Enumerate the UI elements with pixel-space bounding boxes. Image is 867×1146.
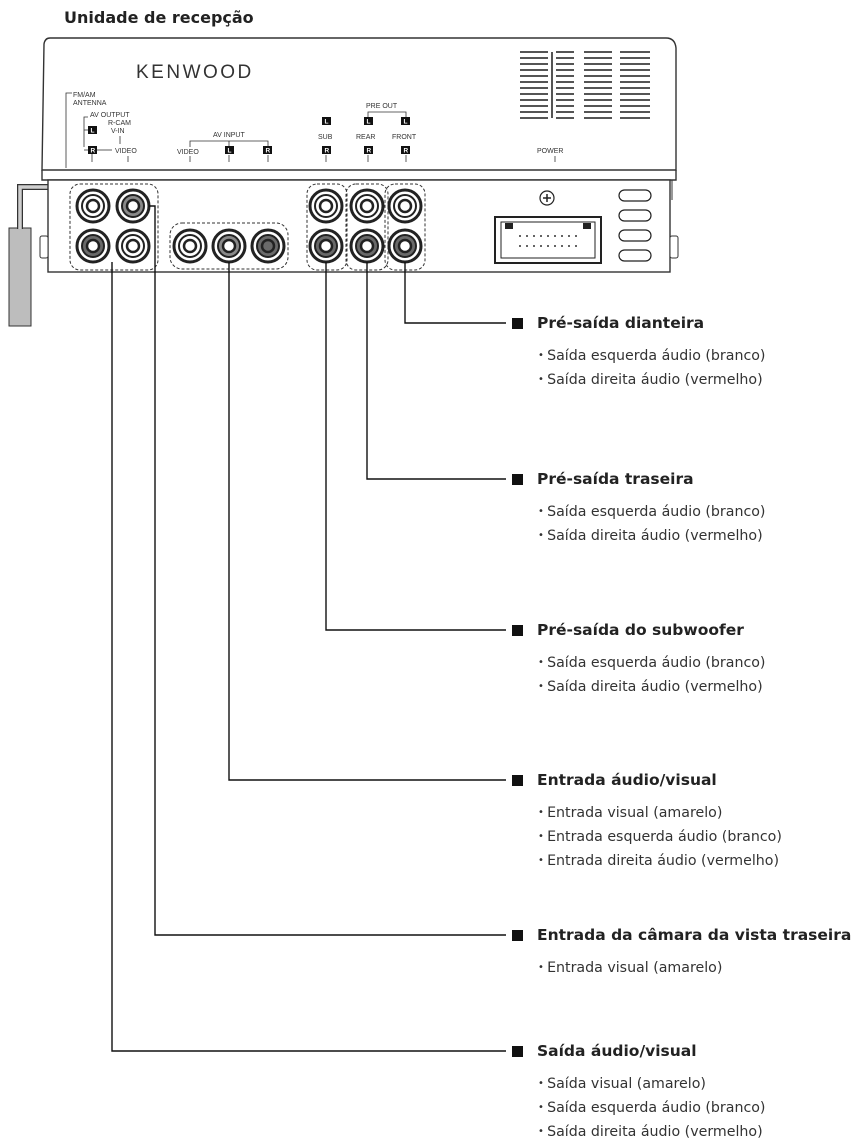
section-sub-pre-out-list: Saída esquerda áudio (branco) Saída dire…: [538, 652, 765, 700]
section-av-input-title: Entrada áudio/visual: [512, 771, 717, 789]
power-connector[interactable]: [494, 216, 602, 264]
list-item: Entrada visual (amarelo): [538, 957, 722, 981]
av-input-label: AV INPUT: [213, 132, 245, 139]
front-label: FRONT: [392, 134, 417, 141]
av-output-l-badge: [88, 126, 97, 134]
list-item: Entrada visual (amarelo): [538, 802, 782, 826]
section-av-output-title: Saída áudio/visual: [512, 1042, 697, 1060]
leader-line-rear: [366, 262, 506, 480]
leader-line-front: [404, 262, 506, 324]
rca-jack-sub-right[interactable]: [308, 228, 344, 264]
rca-jack-av-out-left[interactable]: [75, 228, 111, 264]
side-vent-slots: [618, 189, 652, 262]
section-r-cam-list: Entrada visual (amarelo): [538, 957, 722, 981]
leader-line-sub: [325, 262, 506, 631]
svg-text:R: R: [325, 148, 330, 155]
list-item: Saída direita áudio (vermelho): [538, 1121, 765, 1145]
svg-text:L: L: [367, 119, 371, 126]
svg-text:L: L: [404, 119, 408, 126]
brand-logo: KENWOOD: [136, 62, 254, 83]
rca-jack-r-cam[interactable]: [115, 188, 151, 224]
svg-text:L: L: [325, 119, 329, 126]
front-r-badge: [401, 146, 410, 154]
av-output-r-badge: [88, 146, 97, 154]
list-item: Saída visual (amarelo): [538, 1073, 765, 1097]
section-av-output-list: Saída visual (amarelo) Saída esquerda áu…: [538, 1073, 765, 1145]
bullet-square-icon: [512, 473, 523, 485]
svg-text:R: R: [404, 148, 409, 155]
svg-text:R: R: [266, 148, 271, 155]
list-item: Saída esquerda áudio (branco): [538, 501, 765, 525]
rear-l-badge: [364, 117, 373, 125]
section-front-pre-out-title: Pré-saída dianteira: [512, 314, 704, 332]
section-rear-pre-out-title: Pré-saída traseira: [512, 470, 694, 488]
list-item: Saída direita áudio (vermelho): [538, 369, 765, 393]
antenna-label-line1: FM/AM: [73, 92, 96, 99]
av-output-jack-group: [69, 183, 159, 271]
list-item: Saída esquerda áudio (branco): [538, 345, 765, 369]
bullet-square-icon: [512, 317, 523, 329]
unit-top-panel: KENWOOD FM/AM ANTENNA AV OUTPUT L R R-CA…: [41, 37, 677, 171]
rca-jack-sub-left[interactable]: [308, 188, 344, 224]
rear-r-badge: [364, 146, 373, 154]
page-title: Unidade de recepção: [64, 8, 254, 27]
list-item: Saída esquerda áudio (branco): [538, 1097, 765, 1121]
video-output-label: VIDEO: [115, 148, 137, 155]
rear-label: REAR: [356, 134, 375, 141]
av-input-video-label: VIDEO: [177, 149, 199, 156]
antenna-label-line2: ANTENNA: [73, 100, 107, 107]
rca-jack-front-left[interactable]: [387, 188, 423, 224]
bullet-square-icon: [512, 1045, 523, 1057]
av-input-l-badge: [225, 146, 234, 154]
sub-label: SUB: [318, 134, 333, 141]
leader-line-av-input: [228, 262, 506, 781]
list-item: Saída direita áudio (vermelho): [538, 525, 765, 549]
list-item: Entrada esquerda áudio (branco): [538, 826, 782, 850]
leader-line-av-output: [111, 262, 506, 1052]
sub-jack-group: [306, 183, 348, 271]
unit-front-panel: [39, 170, 679, 273]
screw-icon: [539, 190, 555, 206]
av-input-r-badge: [263, 146, 272, 154]
list-item: Saída esquerda áudio (branco): [538, 652, 765, 676]
leader-line-r-cam: [149, 205, 506, 936]
pre-out-label: PRE OUT: [366, 103, 398, 110]
front-l-badge: [401, 117, 410, 125]
bullet-square-icon: [512, 929, 523, 941]
list-item: Saída direita áudio (vermelho): [538, 676, 765, 700]
rca-jack-av-in-video[interactable]: [172, 228, 208, 264]
bullet-square-icon: [512, 774, 523, 786]
svg-text:L: L: [91, 128, 95, 135]
av-output-label: AV OUTPUT: [90, 112, 130, 119]
sub-l-badge: [322, 117, 331, 125]
rca-jack-av-out-right[interactable]: [115, 228, 151, 264]
bullet-square-icon: [512, 624, 523, 636]
section-av-input-list: Entrada visual (amarelo) Entrada esquerd…: [538, 802, 782, 874]
r-cam-label: R-CAM: [108, 120, 131, 127]
svg-text:L: L: [228, 148, 232, 155]
rca-jack-av-out-video[interactable]: [75, 188, 111, 224]
rca-jack-rear-left[interactable]: [349, 188, 385, 224]
sub-r-badge: [322, 146, 331, 154]
rca-jack-front-right[interactable]: [387, 228, 423, 264]
section-rear-pre-out-list: Saída esquerda áudio (branco) Saída dire…: [538, 501, 765, 549]
vent-grille: [520, 51, 650, 119]
section-r-cam-title: Entrada da câmara da vista traseira: [512, 926, 851, 944]
rca-jack-rear-right[interactable]: [349, 228, 385, 264]
section-front-pre-out-list: Saída esquerda áudio (branco) Saída dire…: [538, 345, 765, 393]
list-item: Entrada direita áudio (vermelho): [538, 850, 782, 874]
svg-text:R: R: [91, 148, 96, 155]
section-sub-pre-out-title: Pré-saída do subwoofer: [512, 621, 744, 639]
power-label: POWER: [537, 148, 563, 155]
rca-jack-av-in-right[interactable]: [250, 228, 286, 264]
svg-text:R: R: [367, 148, 372, 155]
rca-jack-av-in-left[interactable]: [211, 228, 247, 264]
v-in-label: V-IN: [111, 128, 125, 135]
